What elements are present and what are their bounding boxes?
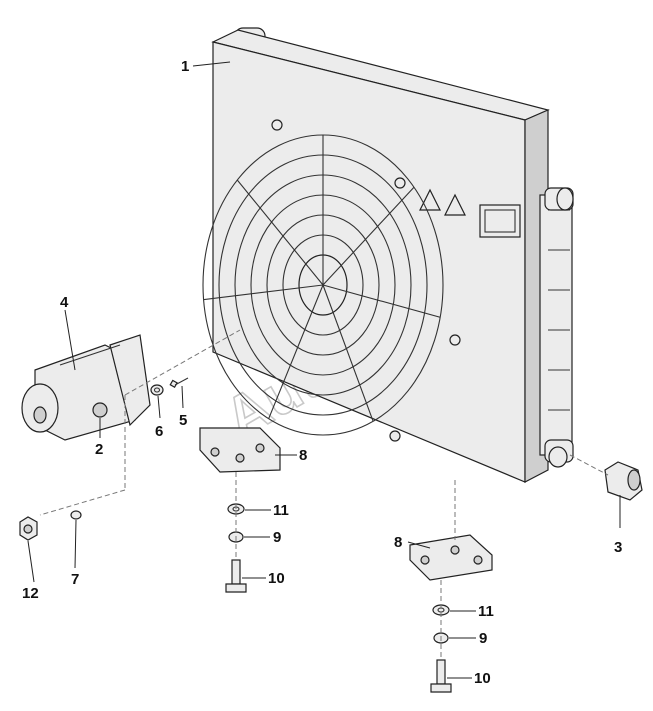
bolt-10-right [430,659,452,693]
bolt-10-left [225,559,247,593]
callout-11-right: 11 [478,603,494,620]
radiator-core [211,27,574,483]
fan-motor [21,334,151,441]
bracket-8-left [199,427,281,473]
callout-9-right: 9 [479,630,487,647]
callout-7: 7 [71,571,79,588]
bracket-8-right [409,534,493,581]
callouts: 1 2 3 4 5 6 7 8 8 9 9 10 10 11 11 12 [22,58,622,687]
callout-12: 12 [22,585,39,602]
washer-7 [70,510,82,520]
washer-6 [150,384,164,396]
callout-10-right: 10 [474,670,491,687]
callout-5: 5 [179,412,187,429]
callout-1: 1 [181,58,189,75]
callout-10-left: 10 [268,570,285,587]
bolt-5 [169,377,189,389]
fan-guard [202,119,461,442]
callout-8-left: 8 [299,447,307,464]
assembly-lines [39,329,609,660]
callout-3: 3 [614,539,622,556]
nut-12 [19,516,38,541]
callout-2: 2 [95,441,103,458]
callout-4: 4 [60,294,69,311]
leader-lines [27,61,621,679]
callout-9-left: 9 [273,529,281,546]
callout-11-left: 11 [273,502,289,519]
callout-6: 6 [155,423,163,440]
callout-8-right: 8 [394,534,402,551]
fitting-3 [604,461,643,501]
